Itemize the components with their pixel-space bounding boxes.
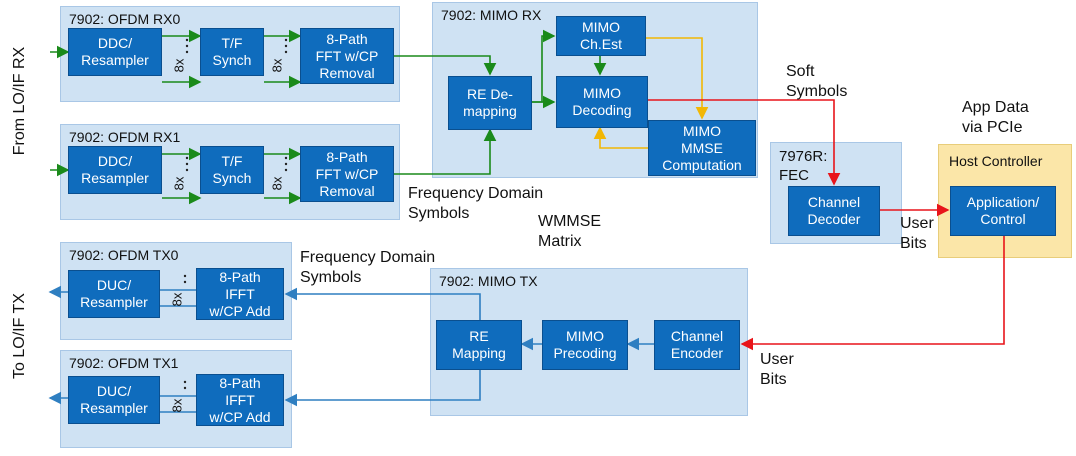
user-bits-rx-label: User Bits bbox=[900, 215, 934, 252]
tx1-path-count: 8x bbox=[169, 398, 185, 413]
path-dots bbox=[183, 38, 288, 390]
group-title: 7902: OFDM RX1 bbox=[69, 129, 181, 145]
tx0-duc-resampler-block[interactable]: DUC/ Resampler bbox=[68, 270, 160, 318]
user-bits-tx-label: User Bits bbox=[760, 351, 794, 388]
rx1-fft-block[interactable]: 8-Path FFT w/CP Removal bbox=[300, 146, 394, 202]
application-control-block[interactable]: Application/ Control bbox=[950, 186, 1056, 236]
mimo-chest-block[interactable]: MIMO Ch.Est bbox=[556, 16, 646, 56]
app-data-label: App Data via PCIe bbox=[962, 99, 1029, 136]
tx0-path-count: 8x bbox=[169, 292, 185, 307]
group-title: 7902: OFDM TX1 bbox=[69, 355, 179, 371]
frequency-domain-symbols-rx-label: Frequency Domain Symbols bbox=[408, 185, 544, 222]
rx0-ddc-resampler-block[interactable]: DDC/ Resampler bbox=[68, 28, 162, 76]
rx1-path-count-1: 8x bbox=[171, 176, 187, 191]
tx1-ifft-block[interactable]: 8-Path IFFT w/CP Add bbox=[196, 374, 284, 426]
wmmse-matrix-label: WMMSE Matrix bbox=[538, 213, 602, 250]
mimo-mmse-block[interactable]: MIMO MMSE Computation bbox=[648, 120, 756, 176]
group-title: 7902: OFDM RX0 bbox=[69, 11, 181, 27]
re-demapping-block[interactable]: RE De- mapping bbox=[448, 76, 532, 130]
chest-to-mmse bbox=[646, 37, 709, 120]
tx0-ifft-block[interactable]: 8-Path IFFT w/CP Add bbox=[196, 268, 284, 320]
redemap-to-chest bbox=[532, 29, 556, 103]
tx1-duc-resampler-block[interactable]: DUC/ Resampler bbox=[68, 376, 160, 424]
remap-to-tx0-ifft bbox=[284, 287, 481, 320]
group-title: 7902: MIMO TX bbox=[439, 273, 538, 289]
remap-to-tx1-ifft bbox=[284, 370, 481, 407]
group-title: 7976R: FEC bbox=[779, 148, 828, 184]
mimo-decoding-block[interactable]: MIMO Decoding bbox=[556, 76, 648, 128]
rx1-tf-synch-block[interactable]: T/F Synch bbox=[200, 146, 264, 194]
rx0-tf-synch-block[interactable]: T/F Synch bbox=[200, 28, 264, 76]
channel-decoder-block[interactable]: Channel Decoder bbox=[788, 186, 880, 236]
group-title: 7902: OFDM TX0 bbox=[69, 247, 179, 263]
frequency-domain-symbols-tx-label: Frequency Domain Symbols bbox=[300, 249, 436, 286]
application-to-encoder bbox=[740, 236, 1005, 351]
soft-symbols-label: Soft Symbols bbox=[786, 63, 848, 100]
rx1-fft-to-redemap bbox=[394, 128, 497, 175]
group-title: Host Controller bbox=[949, 153, 1043, 169]
re-mapping-block[interactable]: RE Mapping bbox=[436, 320, 522, 370]
channel-encoder-block[interactable]: Channel Encoder bbox=[654, 320, 740, 370]
rx0-path-count-2: 8x bbox=[269, 58, 285, 73]
mmse-to-decoding bbox=[593, 126, 648, 149]
rx0-path-count-1: 8x bbox=[171, 58, 187, 73]
group-title: 7902: MIMO RX bbox=[441, 7, 542, 23]
rx1-path-count-2: 8x bbox=[269, 176, 285, 191]
mimo-precoding-block[interactable]: MIMO Precoding bbox=[542, 320, 628, 370]
rx0-fft-block[interactable]: 8-Path FFT w/CP Removal bbox=[300, 28, 394, 84]
rx1-ddc-resampler-block[interactable]: DDC/ Resampler bbox=[68, 146, 162, 194]
rx0-fft-to-redemap bbox=[394, 55, 497, 76]
decoding-to-channel-decoder bbox=[648, 99, 841, 186]
